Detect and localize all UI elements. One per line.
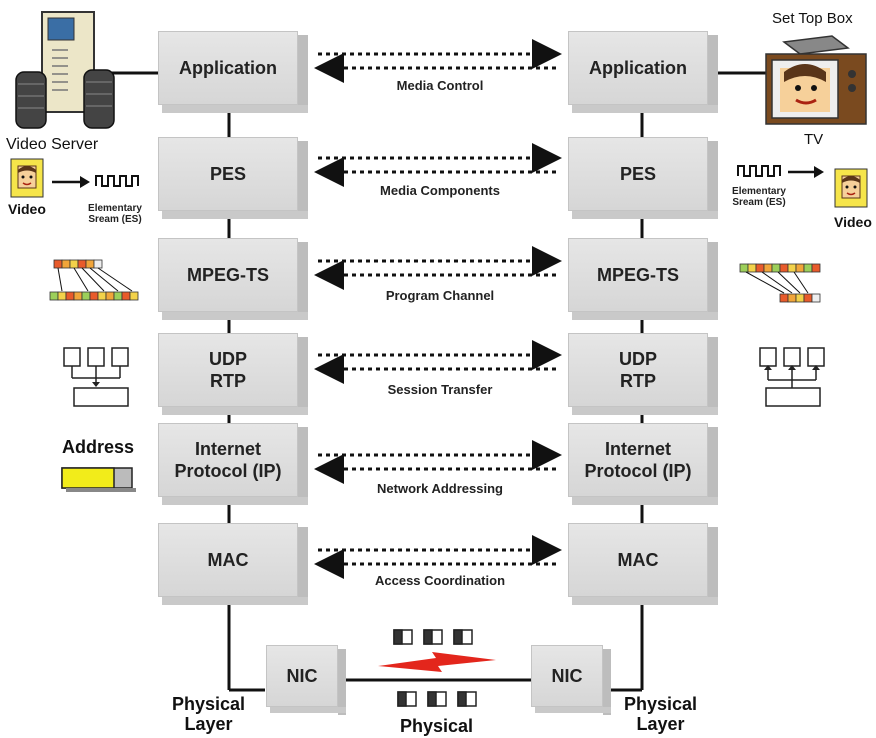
right-mac-box: MAC <box>568 523 718 605</box>
udp-left-icon <box>63 347 129 407</box>
right-application-box: Application <box>568 31 718 113</box>
video-server-label: Video Server <box>6 136 99 153</box>
connection-label: Access Coordination <box>374 573 506 588</box>
left-layer-label: PES <box>209 164 247 184</box>
connection-label: Media Components <box>380 183 500 198</box>
video-left-icon <box>10 158 44 198</box>
video-right-icon <box>834 168 868 208</box>
es-left-icon <box>52 175 139 188</box>
left-layer-label: MAC <box>207 550 249 570</box>
right-layer-label: MPEG-TS <box>596 265 679 285</box>
left-pes-box: PES <box>158 137 308 219</box>
right-nic-box: NIC <box>531 645 611 715</box>
left-layer-label: Application <box>179 58 277 78</box>
tv-icon <box>765 35 867 125</box>
es-right-label: Elementary Sream (ES) <box>732 186 786 208</box>
physical-layer-right-label: Physical Layer <box>624 694 698 734</box>
es-left-label: Elementary Sream (ES) <box>88 203 142 225</box>
left-layer-label: Internet Protocol (IP) <box>174 439 282 481</box>
left-application-box: Application <box>158 31 308 113</box>
left-nic-box: NIC <box>266 645 346 715</box>
connection-label: Session Transfer <box>387 382 493 397</box>
set-top-box-label: Set Top Box <box>772 10 853 27</box>
address-bar-icon <box>61 467 136 492</box>
left-udp-rtp-box: UDP RTP <box>158 333 308 415</box>
right-udp-rtp-box: UDP RTP <box>568 333 718 415</box>
connection-label: Media Control <box>396 78 484 93</box>
physical-label: Physical <box>400 716 474 736</box>
physical-layer-left-label: Physical Layer <box>172 694 246 734</box>
left-layer-label: UDP RTP <box>208 349 247 391</box>
video-left-label: Video <box>8 201 46 217</box>
mpegts-right-icon <box>739 263 821 303</box>
connection-label: Program Channel <box>385 288 495 303</box>
video-right-label: Video <box>834 214 872 230</box>
left-mac-box: MAC <box>158 523 308 605</box>
udp-right-icon <box>759 347 825 407</box>
right-ip-box: Internet Protocol (IP) <box>568 423 718 505</box>
address-label: Address <box>62 437 135 457</box>
nic-label: NIC <box>551 666 583 686</box>
video-server-icon <box>15 11 115 129</box>
es-right-icon <box>737 165 824 178</box>
right-layer-label: Application <box>589 58 687 78</box>
mpegts-left-icon <box>49 259 139 301</box>
left-ip-box: Internet Protocol (IP) <box>158 423 308 505</box>
right-mpegts-box: MPEG-TS <box>568 238 718 320</box>
left-mpegts-box: MPEG-TS <box>158 238 308 320</box>
right-layer-label: Internet Protocol (IP) <box>584 439 692 481</box>
right-layer-label: MAC <box>617 550 659 570</box>
connection-label: Network Addressing <box>377 481 503 496</box>
left-layer-label: MPEG-TS <box>186 265 269 285</box>
right-layer-label: UDP RTP <box>618 349 657 391</box>
right-layer-label: PES <box>619 164 657 184</box>
tv-label: TV <box>804 131 824 148</box>
physical-signal-icon <box>378 629 496 707</box>
right-pes-box: PES <box>568 137 718 219</box>
nic-label: NIC <box>286 666 318 686</box>
